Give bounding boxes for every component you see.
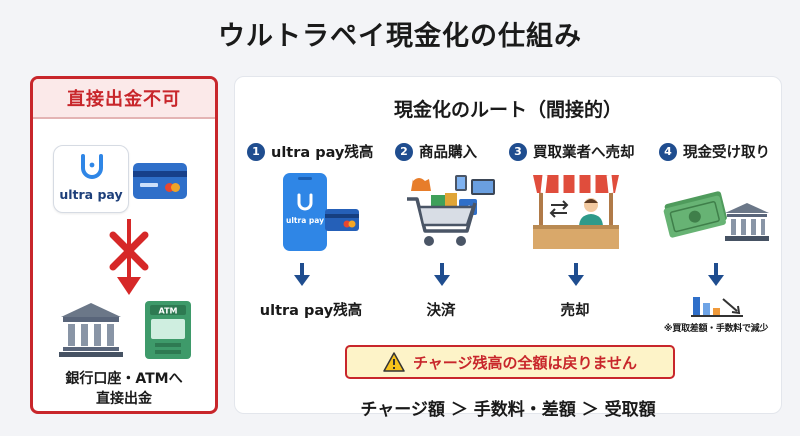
ultrapay-u-icon — [81, 154, 103, 179]
direct-withdrawal-header: 直接出金不可 — [33, 79, 215, 119]
caption-line-2: 直接出金 — [96, 391, 152, 407]
fee-note: ※買取差額・手数料で減少 — [663, 324, 769, 334]
credit-card-icon — [133, 163, 187, 199]
warning-text: チャージ残高の全額は戻りません — [412, 353, 638, 372]
shopping-cart-icon: </> — [407, 175, 495, 246]
step-3-arrow-icon — [568, 263, 584, 286]
route-title: 現金化のルート（間接的） — [393, 99, 622, 121]
step-4-text: 現金受け取り — [683, 145, 770, 161]
step-2-number: 2 — [395, 142, 413, 161]
warning-box: チャージ残高の全額は戻りません — [345, 345, 675, 379]
blocked-cross-arrow-icon — [109, 219, 149, 295]
ultrapay-logo-text: ultra pay — [59, 187, 123, 202]
caption-line-1: 銀行口座・ATMへ — [65, 371, 183, 387]
step-2-arrow-icon — [434, 263, 450, 286]
step-4-arrow-icon — [708, 263, 724, 286]
step-4-label: 4 現金受け取り — [659, 141, 770, 162]
step-1-result: ultra pay残高 — [259, 303, 363, 319]
step-1-label: 1 ultra pay残高 — [247, 141, 373, 162]
cash-and-bank-icon — [663, 191, 769, 241]
step-4-number: 4 — [659, 142, 677, 161]
decreasing-bars-icon — [691, 297, 743, 317]
direct-withdrawal-panel: 直接出金不可 ultra pay ATM 銀行口座・ATMへ — [30, 76, 218, 414]
step-3-number: 3 — [509, 142, 527, 161]
bank-icon — [59, 303, 123, 357]
amount-formula: チャージ額 ＞ 手数料・差額 ＞ 受取額 — [360, 400, 656, 420]
direct-withdrawal-caption: 銀行口座・ATMへ 直接出金 — [33, 369, 215, 409]
ultrapay-logo: ultra pay — [53, 145, 129, 213]
step-3-text: 買取業者へ売却 — [533, 145, 635, 161]
atm-icon: ATM — [145, 301, 191, 359]
atm-label: ATM — [159, 307, 178, 316]
step-2-text: 商品購入 — [419, 145, 477, 161]
buyback-shop-icon — [533, 174, 619, 249]
step-2-label: 2 商品購入 — [395, 141, 477, 162]
step-1-arrow-icon — [294, 263, 310, 286]
step-1-number: 1 — [247, 142, 265, 161]
step-1-text: ultra pay残高 — [271, 145, 374, 161]
phone-ultrapay-icon: ultra pay — [283, 173, 359, 251]
step-3-label: 3 買取業者へ売却 — [509, 141, 635, 162]
step-2-result: 決済 — [426, 303, 456, 319]
page-title: ウルトラペイ現金化の仕組み — [218, 21, 582, 52]
phone-screen-text: ultra pay — [286, 216, 324, 225]
warning-icon — [383, 352, 405, 372]
cashing-route-panel: 現金化のルート（間接的） 1 ultra pay残高 2 商品購入 3 買取業者… — [234, 76, 782, 420]
step-3-result: 売却 — [560, 303, 590, 319]
